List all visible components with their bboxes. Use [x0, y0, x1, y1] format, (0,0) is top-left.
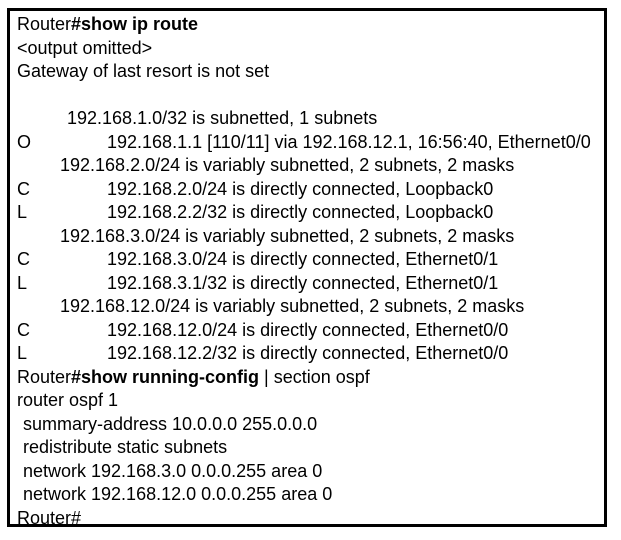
command-show-ip-route: Router#show ip route [17, 13, 600, 37]
route-entry: C 192.168.12.0/24 is directly connected, … [17, 319, 600, 343]
route-text: 192.168.3.0/24 is directly connected, Et… [107, 249, 499, 269]
route-code: L [17, 202, 28, 222]
route-code: C [17, 178, 30, 199]
route-text: 192.168.3.1/32 is directly connected, Et… [107, 272, 499, 293]
cli-prompt: Router [17, 366, 72, 387]
cli-command-text: #show ip route [71, 14, 199, 34]
router-cli-output-box: Router#show ip route <output omitted> Ga… [7, 8, 607, 527]
config-line-summary-address: summary-address 10.0.0.0 255.0.0.0 [23, 413, 318, 434]
cli-prompt-final: Router# [17, 507, 82, 527]
route-entry: C 192.168.3.0/24 is directly connected, E… [17, 248, 600, 272]
subnet-header: 192.168.12.0/24 is variably subnetted, 2… [60, 296, 525, 316]
route-code: C [17, 319, 30, 340]
config-line-redistribute: redistribute static subnets [23, 437, 228, 457]
route-text: 192.168.2.2/32 is directly connected, Lo… [107, 202, 494, 222]
gateway-of-last-resort-line: Gateway of last resort is not set [17, 61, 270, 81]
cli-command-text: #show running-config [71, 366, 260, 387]
command-show-running-config: Router#show running-config | section osp… [17, 366, 600, 390]
subnet-header: 192.168.2.0/24 is variably subnetted, 2 … [60, 155, 515, 175]
route-code: L [17, 343, 28, 363]
route-entry: L 192.168.12.2/32 is directly connected, … [17, 342, 600, 366]
cli-prompt: Router [17, 14, 72, 34]
config-line-network-2: network 192.168.12.0 0.0.0.255 area 0 [23, 484, 333, 504]
route-entry: C 192.168.2.0/24 is directly connected, L… [17, 178, 600, 202]
route-text: 192.168.2.0/24 is directly connected, Lo… [107, 178, 494, 199]
subnet-header: 192.168.3.0/24 is variably subnetted, 2 … [60, 225, 515, 246]
config-line-network-1: network 192.168.3.0 0.0.0.255 area 0 [23, 460, 323, 481]
route-code: O [17, 131, 32, 152]
route-entry: L 192.168.2.2/32 is directly connected, L… [17, 201, 600, 225]
route-text: 192.168.12.0/24 is directly connected, E… [107, 319, 509, 340]
route-code: C [17, 249, 30, 269]
output-omitted-note: <output omitted> [17, 37, 153, 58]
blank-line [17, 84, 600, 108]
route-entry: L 192.168.3.1/32 is directly connected, E… [17, 272, 600, 296]
config-line-router-ospf: router ospf 1 [17, 390, 119, 410]
cli-command-suffix: | section ospf [259, 366, 370, 387]
route-text: 192.168.12.2/32 is directly connected, E… [107, 343, 509, 363]
route-entry: O 192.168.1.1 [110/11] via 192.168.12.1, … [17, 131, 600, 155]
subnet-header: 192.168.1.0/32 is subnetted, 1 subnets [67, 108, 378, 128]
route-code: L [17, 272, 28, 293]
route-text: 192.168.1.1 [110/11] via 192.168.12.1, 1… [107, 131, 591, 152]
